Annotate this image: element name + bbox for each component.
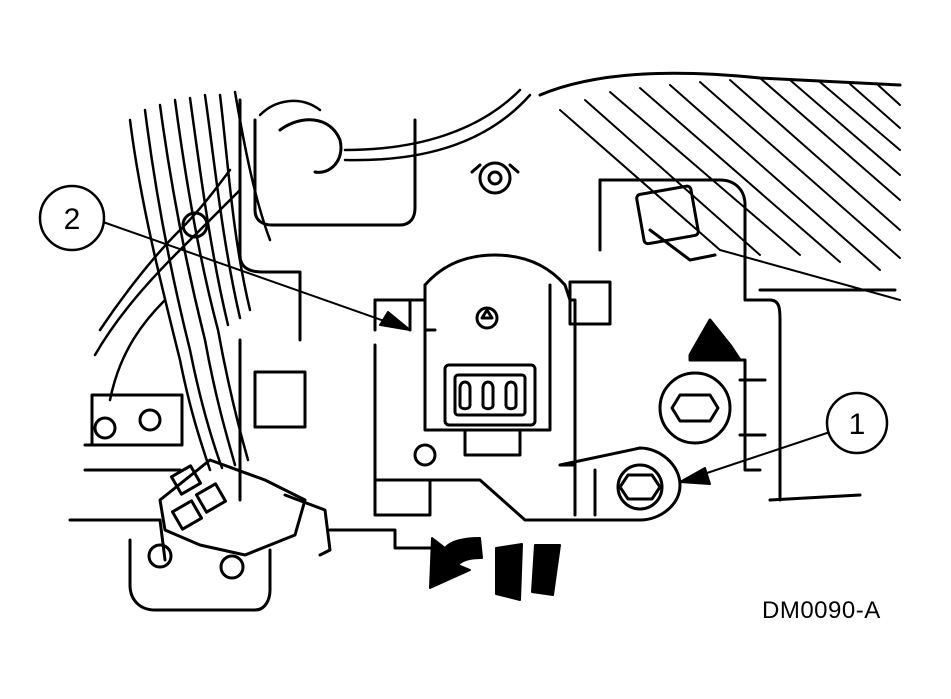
harness-connector xyxy=(158,458,332,557)
callout-1: 1 xyxy=(825,391,889,455)
wiring-harness xyxy=(93,88,532,472)
mounting-bolt-bracket xyxy=(328,446,682,550)
callout-2-label: 2 xyxy=(64,203,81,236)
rotation-arrow xyxy=(429,537,561,601)
mounting-bracket xyxy=(598,178,897,502)
sensor-housing xyxy=(373,253,612,482)
upper-housing-hatching xyxy=(538,71,902,301)
right-bolt-assembly xyxy=(658,318,767,472)
upper-left-panel xyxy=(238,98,417,342)
callout-2-leader xyxy=(102,221,411,331)
callout-1-leader xyxy=(679,431,831,485)
top-fastener xyxy=(470,161,520,195)
callout-2: 2 xyxy=(38,184,106,252)
lower-left-plate xyxy=(128,538,272,612)
left-connectors xyxy=(68,211,307,562)
figure-reference-code: DM0090-A xyxy=(762,597,881,624)
callout-1-label: 1 xyxy=(849,408,866,441)
